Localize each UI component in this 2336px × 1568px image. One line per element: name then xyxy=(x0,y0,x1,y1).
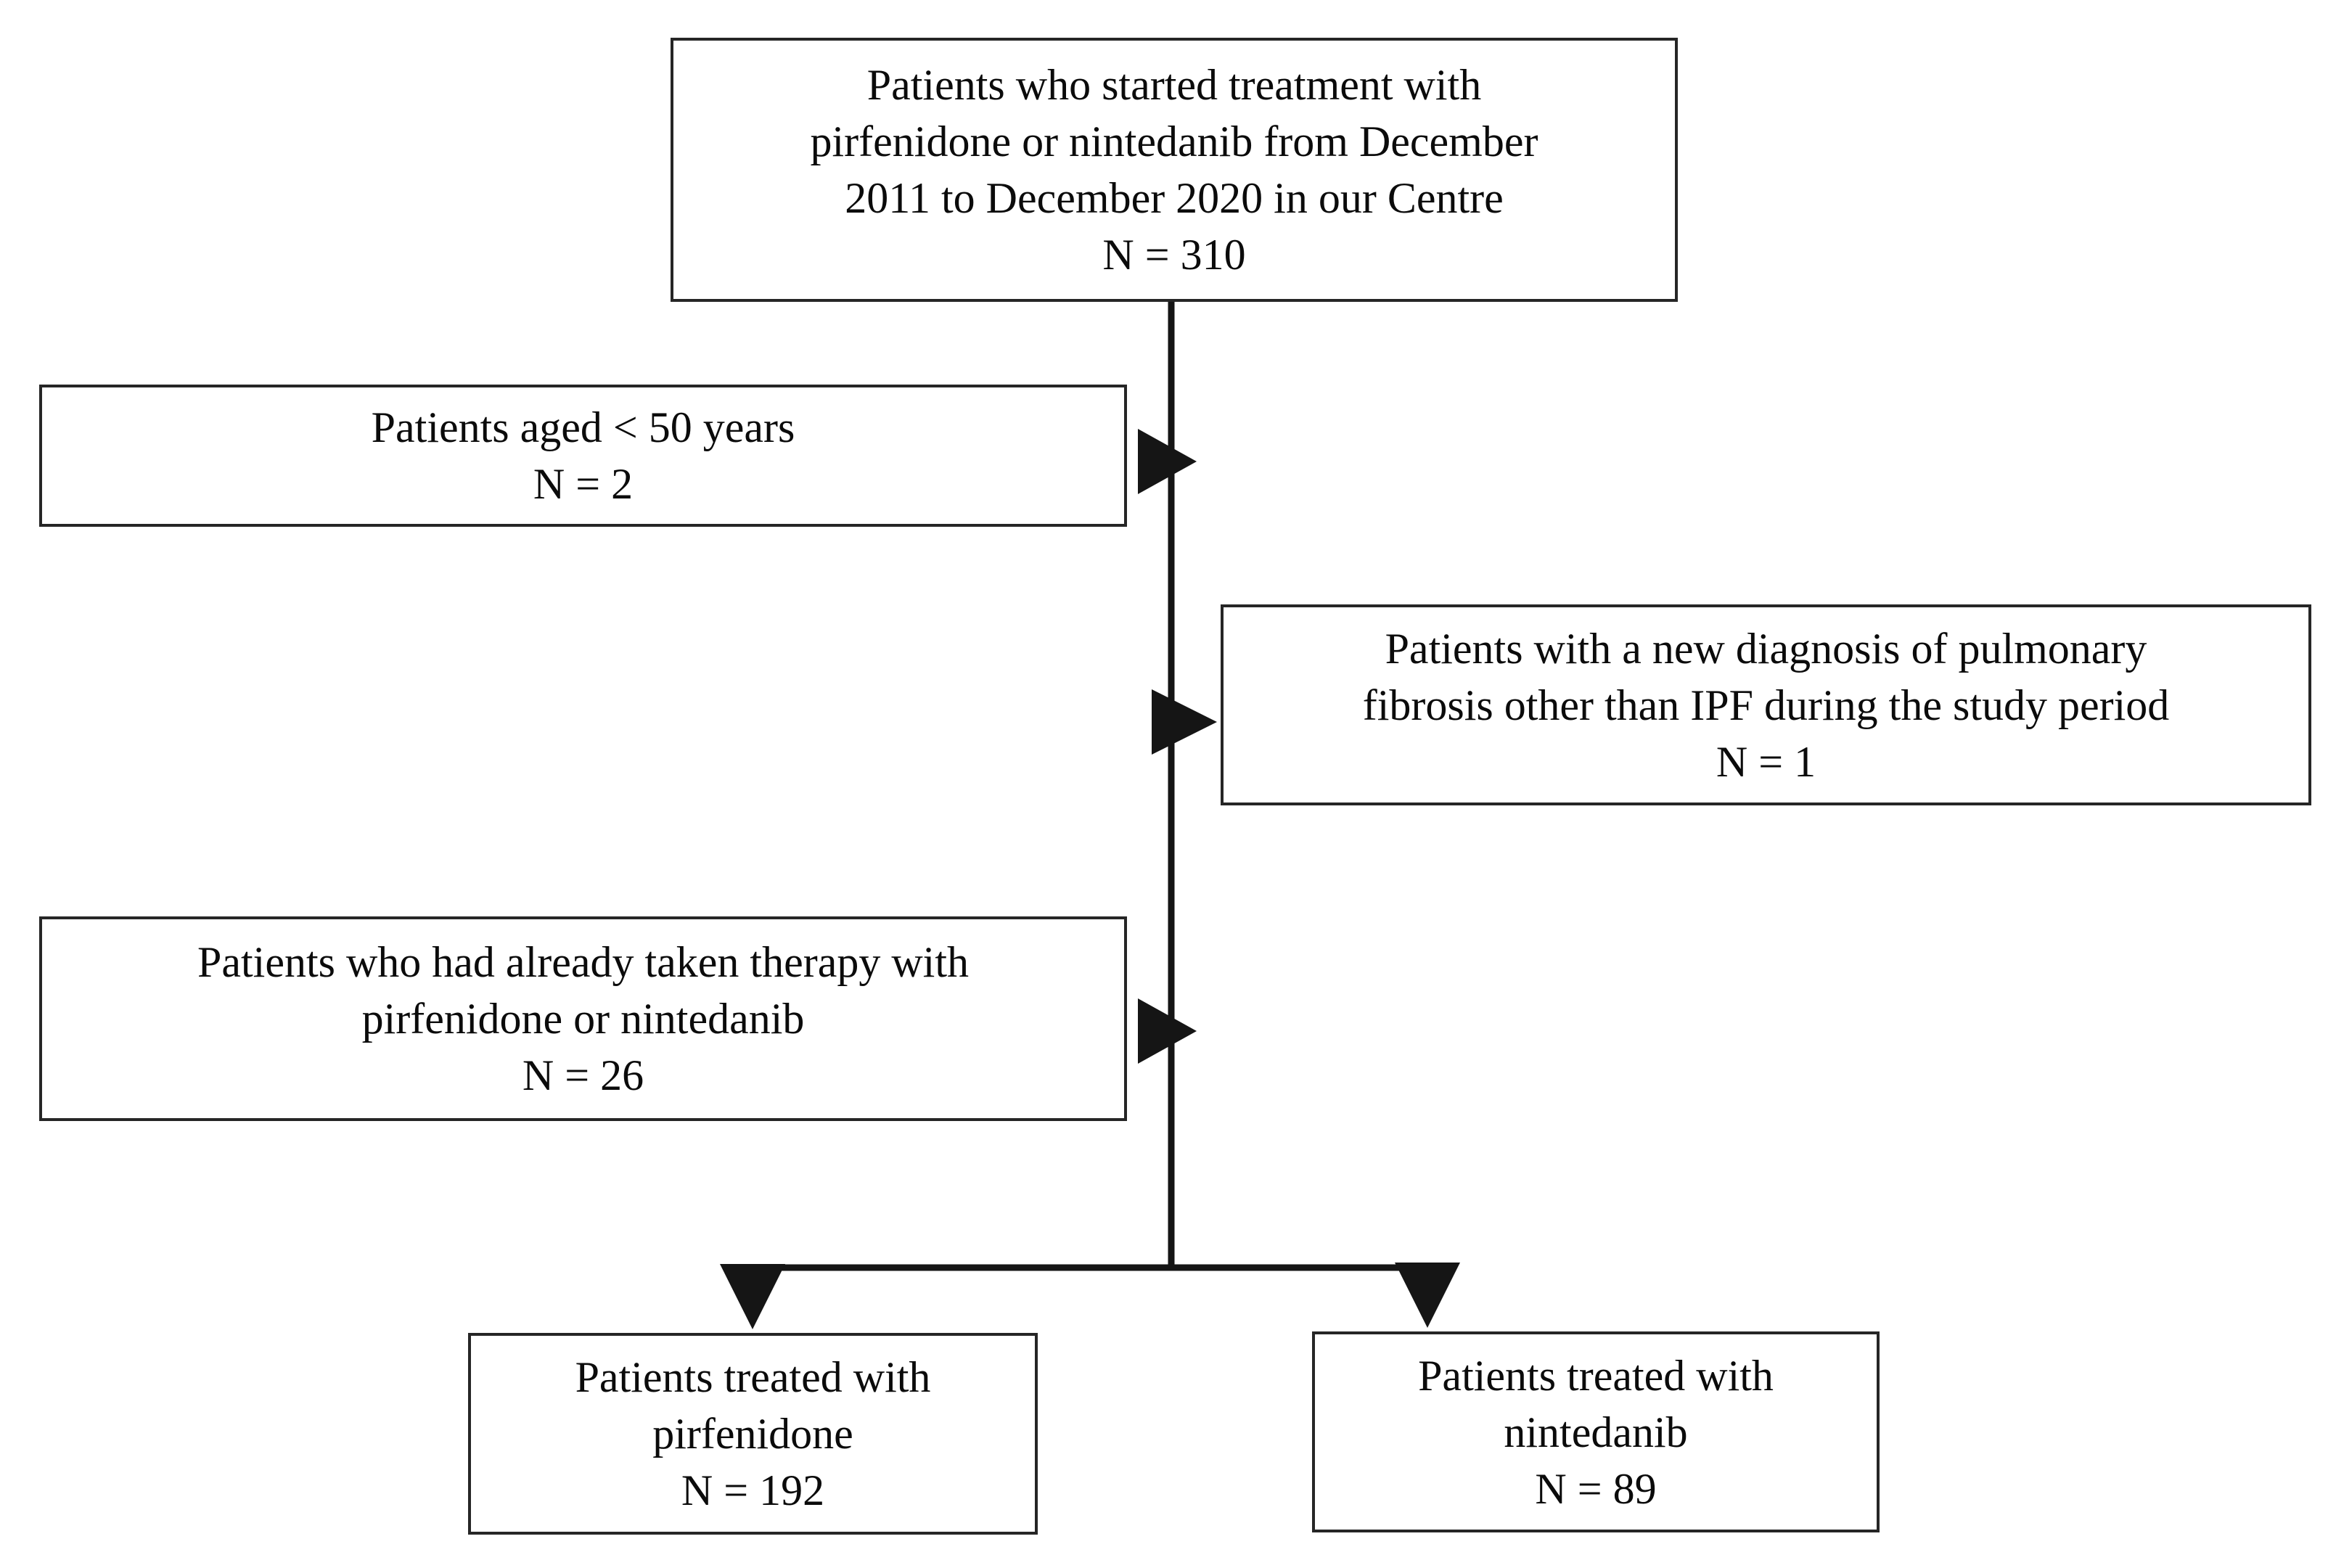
node-enrolled-count: N = 310 xyxy=(1102,231,1246,279)
node-group-nintedanib-line-1: Patients treated with xyxy=(1418,1351,1774,1400)
node-excluded-non-ipf-line-2: fibrosis other than IPF during the study… xyxy=(1362,681,2170,729)
node-excluded-prior-therapy-line-1: Patients who had already taken therapy w… xyxy=(197,938,969,986)
node-enrolled-line-1: Patients who started treatment with xyxy=(866,61,1482,109)
node-excluded-age-count: N = 2 xyxy=(533,460,634,508)
node-excluded-prior-therapy: Patients who had already taken therapy w… xyxy=(39,916,1127,1121)
node-excluded-prior-therapy-count: N = 26 xyxy=(522,1051,644,1099)
node-excluded-non-ipf-diagnosis: Patients with a new diagnosis of pulmona… xyxy=(1221,604,2311,805)
node-enrolled-line-3: 2011 to December 2020 in our Centre xyxy=(845,174,1504,222)
node-excluded-non-ipf-count: N = 1 xyxy=(1716,737,1816,786)
node-group-nintedanib-count: N = 89 xyxy=(1535,1464,1657,1513)
node-excluded-age-under-50: Patients aged < 50 years N = 2 xyxy=(39,385,1127,527)
node-enrolled-patients: Patients who started treatment with pirf… xyxy=(671,38,1678,302)
node-group-pirfenidone: Patients treated with pirfenidone N = 19… xyxy=(468,1333,1038,1535)
node-group-nintedanib: Patients treated with nintedanib N = 89 xyxy=(1312,1331,1880,1532)
node-excluded-prior-therapy-line-2: pirfenidone or nintedanib xyxy=(361,995,805,1043)
node-group-pirfenidone-line-1: Patients treated with xyxy=(575,1353,931,1401)
node-excluded-age-line-1: Patients aged < 50 years xyxy=(371,403,795,451)
node-group-pirfenidone-count: N = 192 xyxy=(681,1466,825,1514)
node-enrolled-line-2: pirfenidone or nintedanib from December xyxy=(810,118,1538,165)
node-excluded-non-ipf-line-1: Patients with a new diagnosis of pulmona… xyxy=(1385,624,2147,673)
node-group-pirfenidone-line-2: pirfenidone xyxy=(652,1410,853,1458)
node-group-nintedanib-line-2: nintedanib xyxy=(1504,1408,1688,1456)
